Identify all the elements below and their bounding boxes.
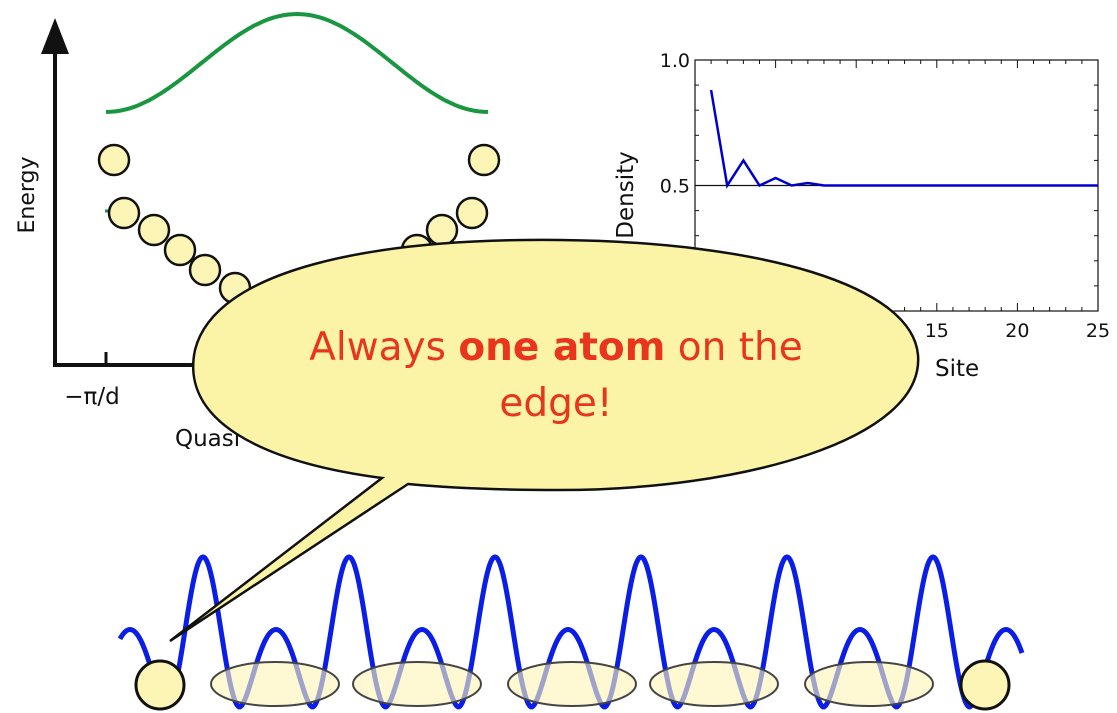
energy-axis-label: Energy	[15, 156, 40, 233]
dimer-atom-pair	[649, 661, 779, 707]
upper-band-curve	[105, 11, 489, 114]
band-atom	[107, 196, 141, 230]
band-atom	[425, 213, 459, 247]
energy-axis-arrowhead	[41, 18, 69, 54]
site-x-tick-label: 25	[1086, 320, 1110, 342]
callout-bubble: Always one atom on the edge!	[169, 238, 920, 643]
band-atom	[137, 213, 171, 247]
dimer-atom-pair	[507, 661, 637, 707]
x-tick-left-label: −π/d	[64, 384, 119, 410]
dimer-atom-pair	[210, 661, 340, 707]
density-series-line	[709, 89, 1098, 189]
band-atom	[467, 143, 501, 177]
dimer-atom-pair	[352, 661, 482, 707]
band-atom	[97, 143, 131, 177]
callout-text-line1: Always one atom on the	[309, 325, 802, 370]
site-axis-label: Site	[935, 356, 979, 382]
band-atom	[188, 253, 222, 287]
lattice-potential-curve	[117, 554, 1025, 710]
left-edge-atom	[134, 659, 186, 711]
dimer-atom-pair	[804, 661, 934, 707]
band-atom	[163, 233, 197, 267]
site-x-tick-label: 20	[1005, 320, 1029, 342]
density-tick-labels: 1.0 0.5 15 20 25	[660, 50, 1110, 342]
lattice	[117, 554, 1025, 711]
density-y-tick-label: 1.0	[660, 50, 690, 72]
density-plot: 1.0 0.5 15 20 25 Density Site	[613, 50, 1110, 382]
density-y-tick-label: 0.5	[660, 176, 690, 198]
callout-text-line2: edge!	[499, 381, 612, 426]
right-edge-atom	[959, 659, 1011, 711]
site-x-tick-label: 15	[925, 320, 949, 342]
band-atom	[455, 196, 489, 230]
density-axis-label: Density	[613, 151, 639, 238]
dimer-pairs	[210, 661, 934, 707]
callout-shape	[169, 238, 920, 643]
